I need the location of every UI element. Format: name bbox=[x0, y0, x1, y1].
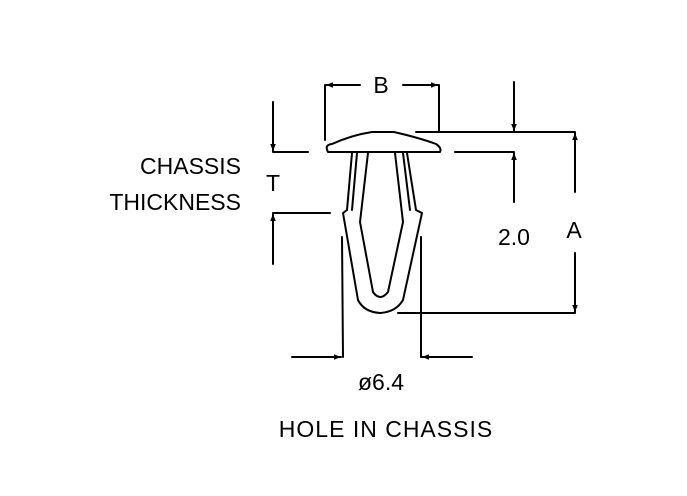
rivet-leg-left-inner bbox=[351, 152, 358, 211]
label-t: T bbox=[266, 170, 280, 196]
rivet-body-outer bbox=[342, 152, 423, 314]
label-a: A bbox=[566, 217, 582, 243]
rivet-leg-right-inner bbox=[402, 152, 411, 211]
dimension-diameter: ø6.4 bbox=[291, 236, 473, 395]
rivet-slot bbox=[359, 152, 404, 298]
label-diameter: ø6.4 bbox=[358, 369, 404, 395]
caption: HOLE IN CHASSIS bbox=[279, 416, 493, 442]
rivet-part bbox=[325, 131, 442, 314]
label-height: 2.0 bbox=[498, 224, 530, 250]
label-chassis: CHASSIS bbox=[140, 153, 241, 179]
label-thickness: THICKNESS bbox=[109, 189, 241, 215]
dimension-b: B bbox=[324, 72, 440, 141]
dimension-t: T bbox=[266, 101, 331, 265]
dimension-height: 2.0 bbox=[454, 81, 530, 250]
dimension-a: A bbox=[397, 131, 582, 314]
label-b: B bbox=[373, 72, 388, 98]
rivet-head bbox=[325, 131, 442, 153]
